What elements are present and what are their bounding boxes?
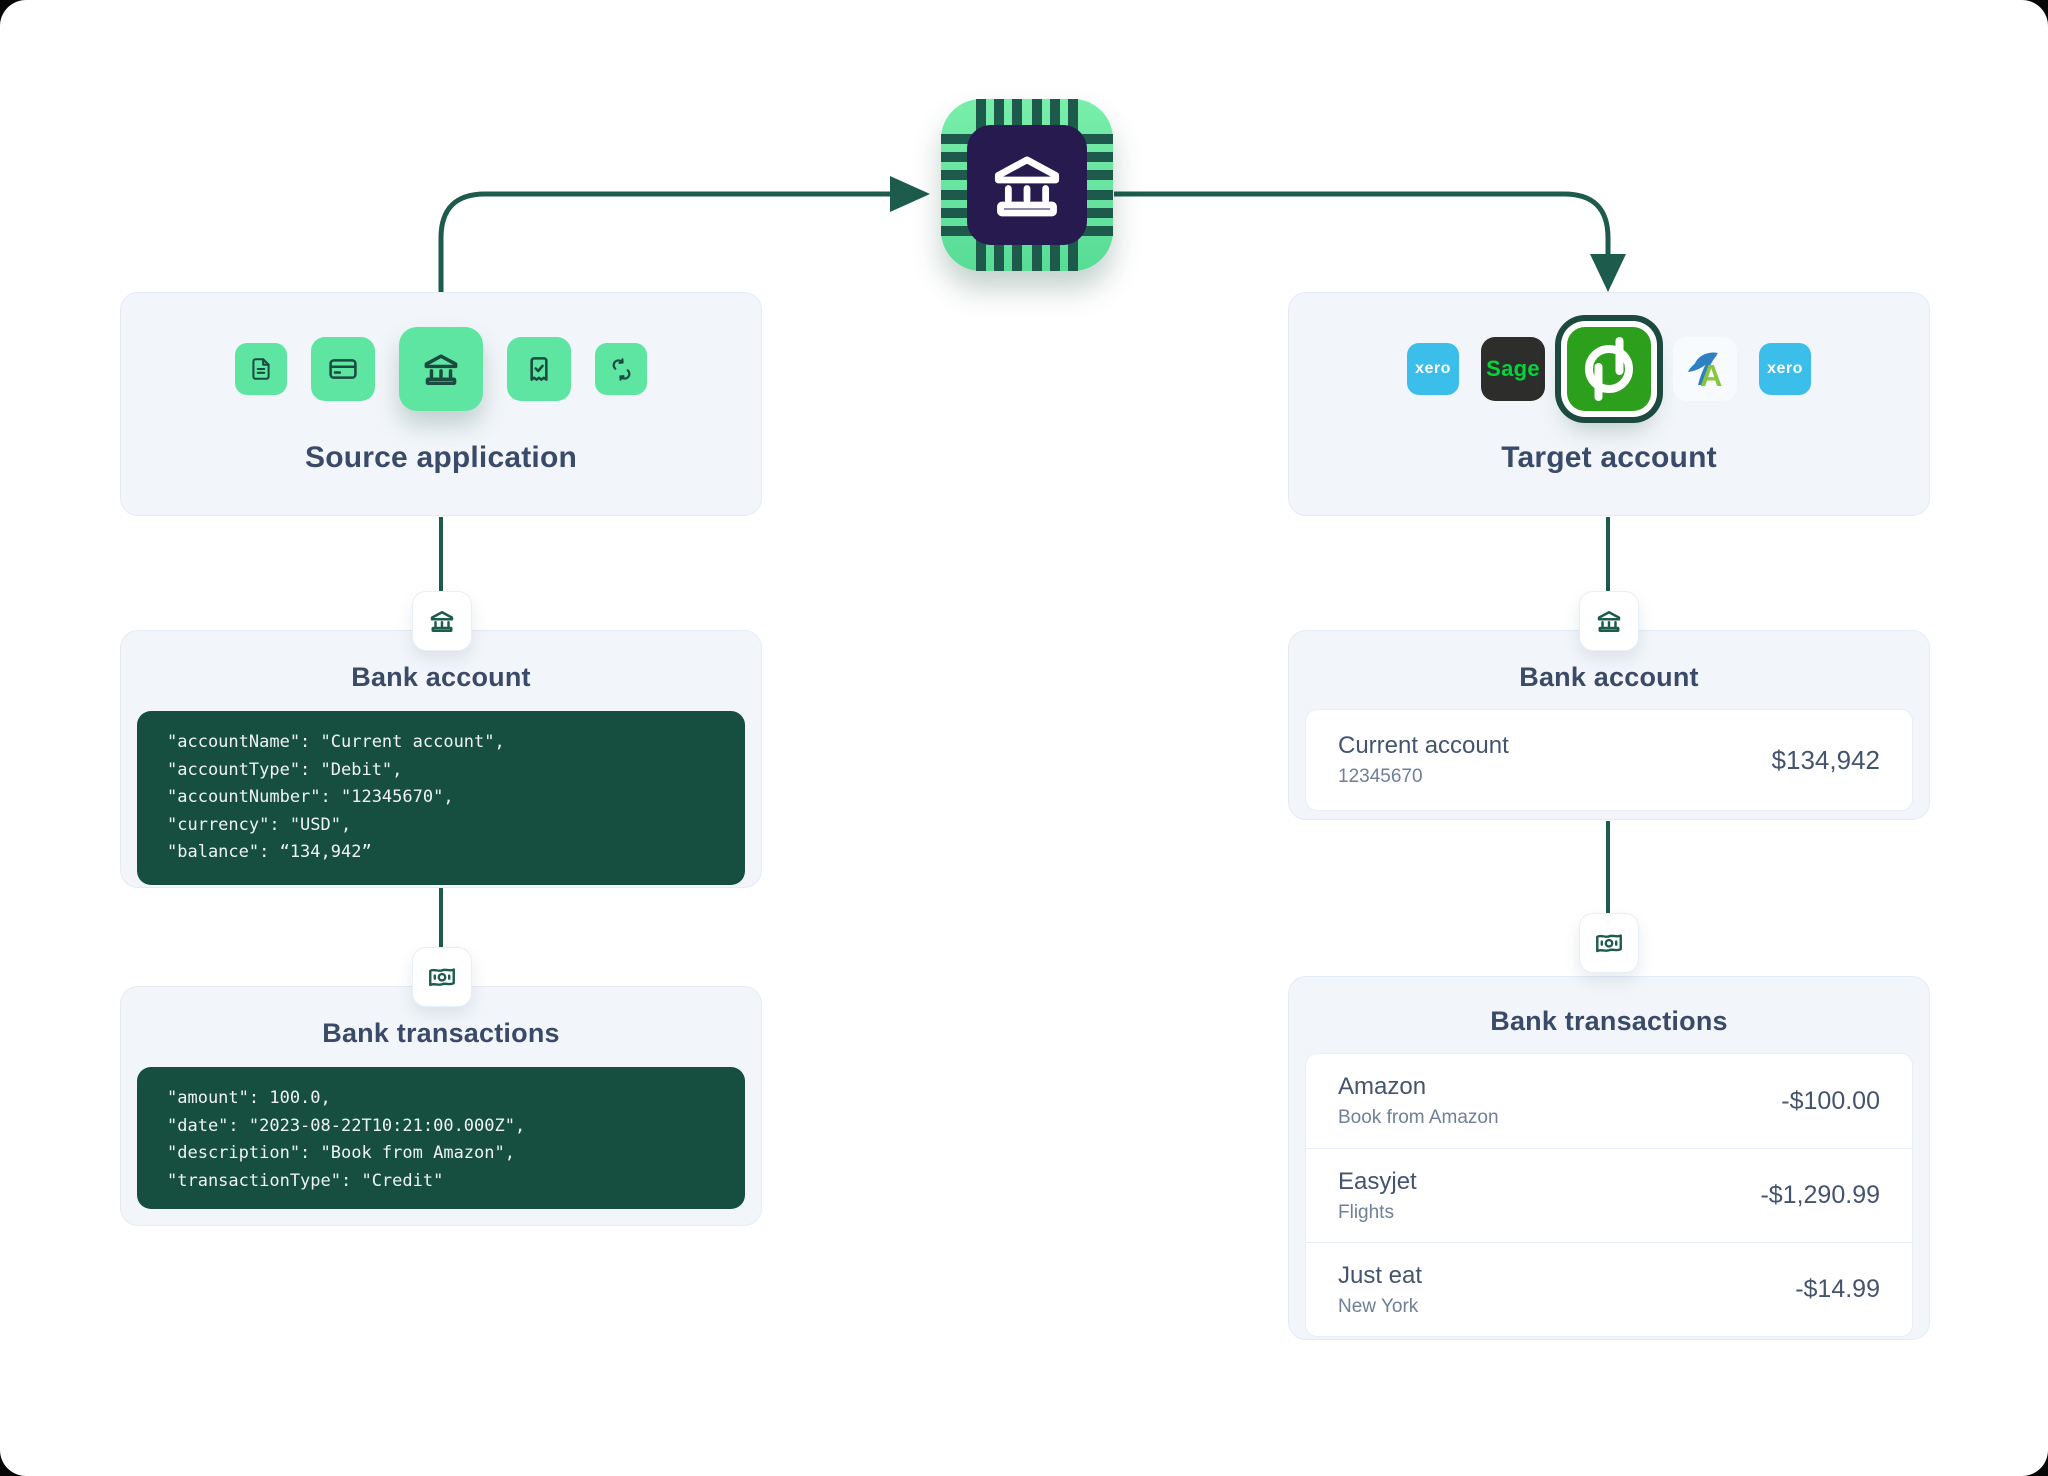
- account-name: Current account: [1338, 732, 1509, 759]
- quickbooks-logo: [1585, 337, 1633, 401]
- banknote-icon: [1596, 934, 1622, 953]
- sage-logo: Sage: [1486, 356, 1540, 381]
- credit-card-icon: [329, 359, 357, 379]
- transaction-name: Just eat: [1338, 1261, 1423, 1289]
- card-payment-tile[interactable]: [311, 337, 375, 401]
- bank-icon: [1597, 611, 1621, 633]
- transaction-description: Book from Amazon: [1338, 1107, 1499, 1128]
- bank-account-code-block: "accountName": "Current account", "accou…: [137, 711, 745, 885]
- code-line: "balance": “134,942”: [167, 842, 372, 863]
- freeagent-logo: A: [1688, 352, 1722, 393]
- target-bank-account-card: Bank account Current account 12345670 $1…: [1288, 630, 1930, 820]
- transaction-row: Easyjet Flights -$1,290.99: [1306, 1148, 1912, 1242]
- transaction-info: Just eat New York: [1338, 1262, 1422, 1318]
- quickbooks-app-tile-selected[interactable]: [1567, 327, 1651, 411]
- source-bank-transactions-card: Bank transactions "amount": 100.0, "date…: [120, 986, 762, 1226]
- code-line: "amount": 100.0,: [167, 1088, 331, 1108]
- bank-badge: [1579, 591, 1639, 651]
- bank-icon: [430, 611, 454, 633]
- source-bank-account-card: Bank account "accountName": "Current acc…: [120, 630, 762, 888]
- bank-chip-hub: [941, 99, 1113, 271]
- code-line: "accountName": "Current account",: [167, 732, 505, 752]
- source-panel-title: Source application: [305, 441, 577, 474]
- transaction-row: Just eat New York -$14.99: [1306, 1242, 1912, 1336]
- code-line: "currency": "USD",: [167, 814, 352, 835]
- sync-icon: [612, 357, 630, 381]
- bank-transactions-title: Bank transactions: [322, 1018, 560, 1048]
- bank-account-title: Bank account: [1519, 662, 1699, 692]
- code-line: "accountNumber": "12345670",: [167, 787, 454, 808]
- source-application-panel: Source application: [120, 292, 762, 516]
- bank-badge: [412, 591, 472, 651]
- target-account-panel: xero Sage A xero: [1288, 292, 1930, 516]
- target-app-row: xero Sage A xero: [1289, 319, 1929, 419]
- xero-app-tile[interactable]: xero: [1759, 343, 1811, 395]
- receipt-check-icon: [530, 357, 548, 381]
- bank-icon: [424, 354, 458, 386]
- target-bank-transactions-card: Bank transactions Amazon Book from Amazo…: [1288, 976, 1930, 1340]
- svg-text:A: A: [1700, 358, 1722, 393]
- bank-account-title: Bank account: [351, 662, 531, 692]
- code-line: "date": "2023-08-22T10:21:00.000Z",: [167, 1115, 526, 1136]
- transaction-info: Easyjet Flights: [1338, 1168, 1417, 1224]
- bank-transactions-title: Bank transactions: [1490, 1006, 1728, 1036]
- xero-logo: xero: [1767, 360, 1803, 377]
- account-balance: $134,942: [1771, 744, 1880, 775]
- transactions-list: Amazon Book from Amazon -$100.00 Easyjet…: [1305, 1053, 1913, 1337]
- transaction-name: Amazon: [1338, 1073, 1427, 1100]
- transaction-description: New York: [1338, 1295, 1419, 1317]
- xero-app-tile[interactable]: xero: [1407, 343, 1459, 395]
- banknote-icon: [429, 968, 455, 987]
- transaction-amount: -$100.00: [1781, 1086, 1880, 1115]
- code-line: "description": "Book from Amazon",: [167, 1143, 515, 1164]
- transaction-row: Amazon Book from Amazon -$100.00: [1306, 1054, 1912, 1148]
- account-info: Current account 12345670: [1338, 732, 1509, 788]
- code-line: "accountType": "Debit",: [167, 759, 403, 780]
- bank-account-tile[interactable]: [399, 327, 483, 411]
- account-number: 12345670: [1338, 766, 1423, 787]
- transaction-amount: -$14.99: [1795, 1275, 1880, 1303]
- document-icon: [252, 358, 270, 380]
- transaction-amount: -$1,290.99: [1760, 1181, 1880, 1209]
- banknote-badge: [1579, 913, 1639, 973]
- bank-transactions-code-block: "amount": 100.0, "date": "2023-08-22T10:…: [137, 1067, 745, 1209]
- code-line: "transactionType": "Credit": [167, 1170, 444, 1191]
- receipt-tile[interactable]: [507, 337, 571, 401]
- chip-core: [967, 125, 1087, 245]
- sage-app-tile[interactable]: Sage: [1481, 337, 1545, 401]
- source-icon-row: [121, 319, 761, 419]
- document-tile[interactable]: [235, 343, 287, 395]
- account-row: Current account 12345670 $134,942: [1305, 709, 1913, 811]
- target-panel-title: Target account: [1501, 441, 1717, 474]
- bank-icon: [994, 156, 1060, 217]
- transaction-name: Easyjet: [1338, 1167, 1417, 1195]
- xero-logo: xero: [1415, 360, 1451, 377]
- transaction-info: Amazon Book from Amazon: [1338, 1073, 1499, 1129]
- transaction-description: Flights: [1338, 1201, 1394, 1223]
- freeagent-app-tile[interactable]: A: [1673, 337, 1737, 401]
- sync-tile[interactable]: [595, 343, 647, 395]
- banknote-badge: [412, 947, 472, 1007]
